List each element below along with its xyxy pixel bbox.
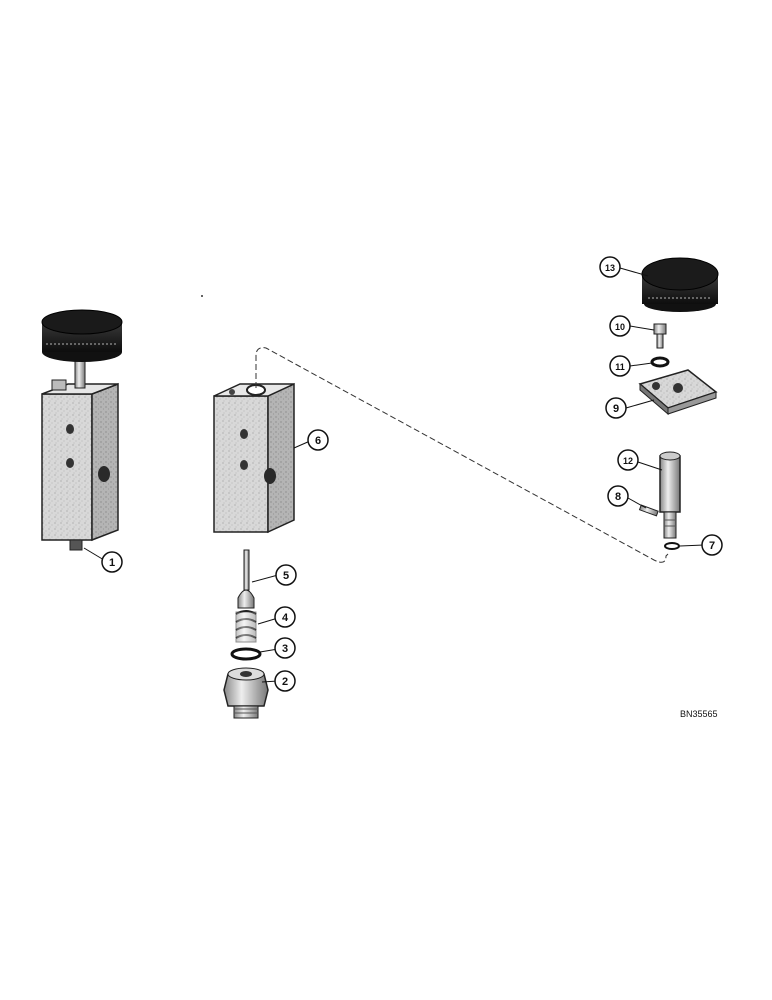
poppet-stem bbox=[237, 549, 255, 609]
spring bbox=[235, 610, 257, 643]
plunger bbox=[659, 451, 681, 539]
callout-2: 2 bbox=[274, 670, 296, 692]
small-o-ring bbox=[664, 542, 680, 550]
callout-11: 11 bbox=[609, 355, 631, 377]
speck bbox=[201, 295, 203, 297]
callout-4: 4 bbox=[274, 606, 296, 628]
callout-5: 5 bbox=[275, 564, 297, 586]
callout-9: 9 bbox=[605, 397, 627, 419]
callout-label: 7 bbox=[709, 540, 715, 552]
callout-3: 3 bbox=[274, 637, 296, 659]
lock-washer bbox=[650, 356, 670, 368]
callout-label: 6 bbox=[315, 435, 321, 447]
callout-1: 1 bbox=[101, 551, 123, 573]
assembly-guide-line bbox=[255, 347, 669, 563]
callout-label: 1 bbox=[109, 557, 115, 569]
callout-label: 5 bbox=[283, 570, 289, 582]
mounting-plate bbox=[638, 369, 718, 416]
callout-label: 10 bbox=[615, 322, 625, 332]
fitting bbox=[223, 667, 269, 719]
callout-label: 8 bbox=[615, 491, 621, 503]
callout-12: 12 bbox=[617, 449, 639, 471]
callout-label: 9 bbox=[613, 403, 619, 415]
callout-10: 10 bbox=[609, 315, 631, 337]
callout-6: 6 bbox=[307, 429, 329, 451]
cap-screw bbox=[653, 323, 667, 349]
callout-label: 11 bbox=[615, 362, 625, 372]
callout-label: 13 bbox=[605, 263, 615, 273]
callout-label: 4 bbox=[282, 612, 289, 624]
o-ring bbox=[230, 647, 262, 661]
knob bbox=[641, 257, 719, 312]
valve-assembly bbox=[41, 309, 123, 551]
roll-pin bbox=[638, 504, 659, 517]
callout-label: 3 bbox=[282, 643, 288, 655]
callout-8: 8 bbox=[607, 485, 629, 507]
callout-label: 12 bbox=[623, 456, 633, 466]
valve-body bbox=[213, 382, 295, 534]
reference-code: BN35565 bbox=[680, 709, 718, 719]
callout-7: 7 bbox=[701, 534, 723, 556]
callout-13: 13 bbox=[599, 256, 621, 278]
callout-label: 2 bbox=[282, 676, 288, 688]
